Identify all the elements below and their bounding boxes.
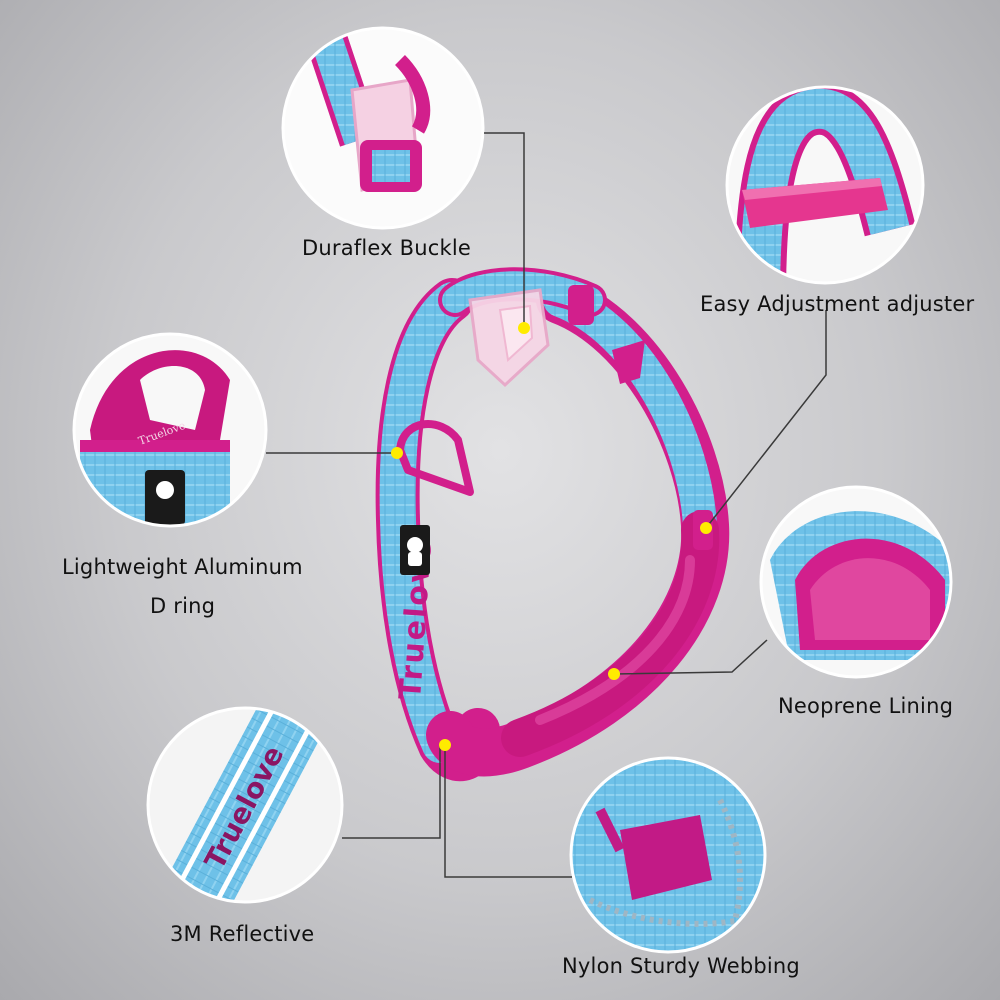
label-aluminum-d-ring-line2: D ring (150, 594, 216, 618)
leader-line-buckle (484, 132, 525, 326)
leader-line-lining (613, 639, 768, 675)
buckle-detail-photo (281, 26, 485, 230)
reflective-detail-photo: Truelove (146, 706, 344, 904)
lining-detail-photo (759, 485, 953, 679)
leader-line-webbing (444, 745, 572, 878)
adjuster-detail-photo (725, 85, 925, 285)
feature-markers (391, 322, 712, 751)
leader-lines (266, 132, 827, 878)
marker-dot (700, 522, 712, 534)
label-easy-adjustment: Easy Adjustment adjuster (700, 292, 975, 316)
marker-dot (608, 668, 620, 680)
webbing-detail-photo (569, 756, 767, 954)
collar-product: Truelove (375, 267, 730, 781)
label-nylon-webbing: Nylon Sturdy Webbing (562, 954, 800, 978)
leader-line-adjuster (705, 310, 827, 529)
d-ring-detail-photo: Truelove (72, 332, 268, 528)
label-aluminum-d-ring-line1: Lightweight Aluminum (62, 555, 303, 579)
label-3m-reflective: 3M Reflective (170, 922, 315, 946)
marker-dot (391, 447, 403, 459)
marker-dot (518, 322, 530, 334)
label-duraflex-buckle: Duraflex Buckle (302, 236, 472, 260)
leader-line-reflective (342, 745, 441, 839)
marker-dot (439, 739, 451, 751)
label-neoprene-lining: Neoprene Lining (778, 694, 954, 718)
